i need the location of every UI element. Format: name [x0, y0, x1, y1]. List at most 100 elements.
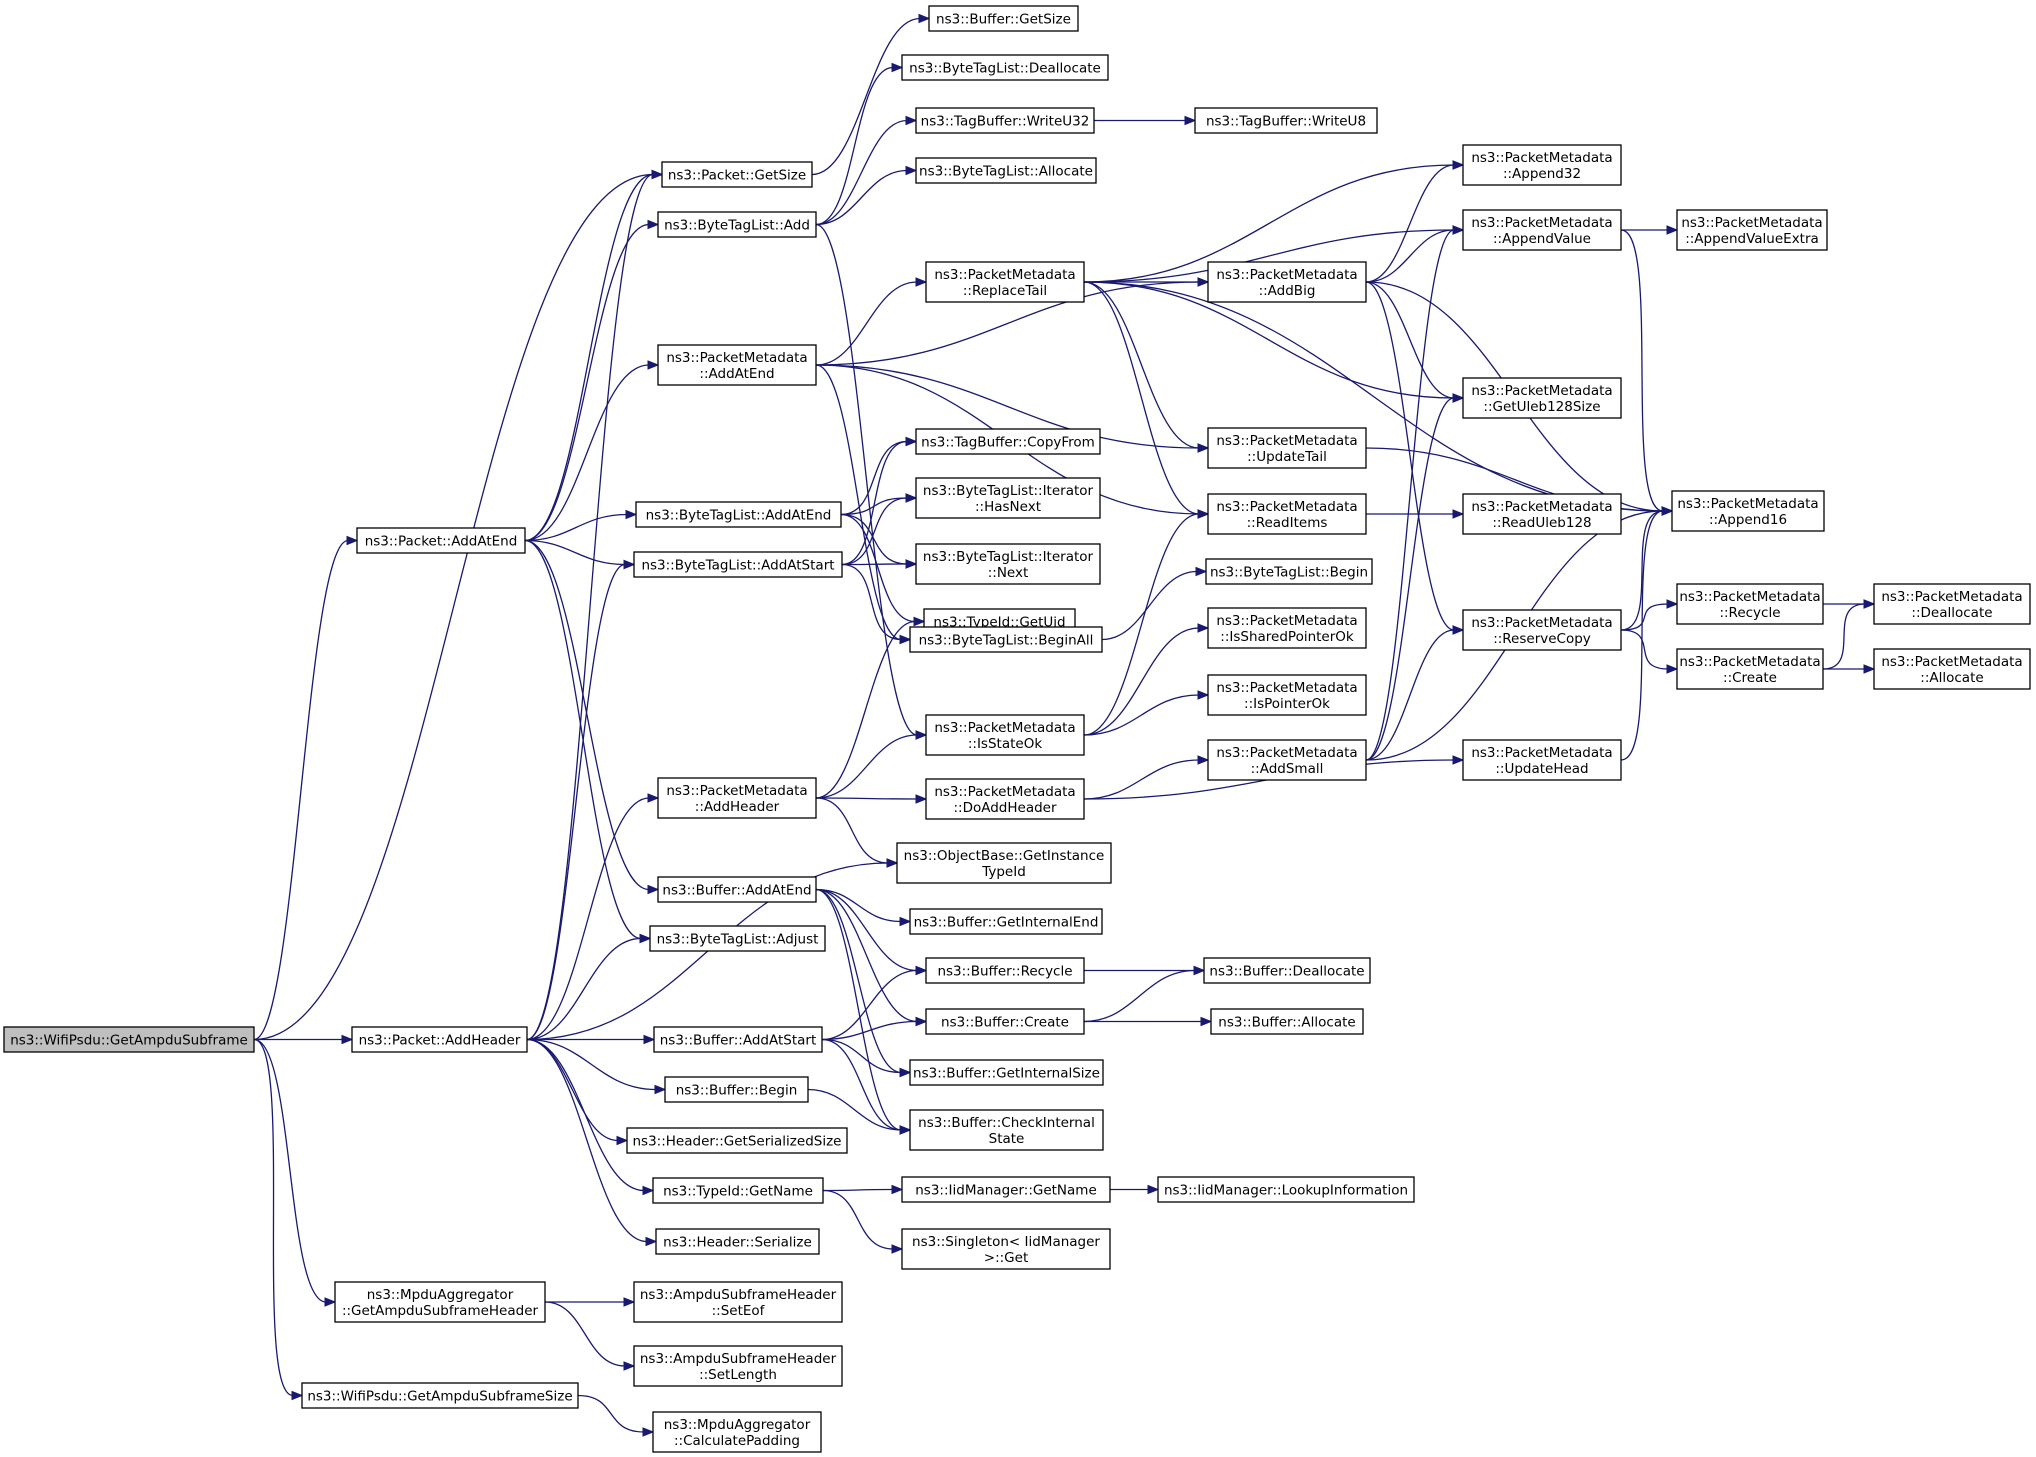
node-pm-append16[interactable]: ns3::PacketMetadata::Append16: [1671, 490, 1825, 532]
call-edge-packet-addheader-to-bytetaglist-adjust: [526, 933, 652, 1041]
node-label: ns3::AmpduSubframeHeader: [640, 1287, 837, 1303]
arrow-head-icon: [1863, 599, 1876, 609]
node-box: [925, 1008, 1085, 1035]
node-bytetaglist-addatend[interactable]: ns3::ByteTagList::AddAtEnd: [635, 501, 842, 528]
node-iidmanager-lookupinformation[interactable]: ns3::IidManager::LookupInformation: [1157, 1176, 1415, 1203]
arrow-head-icon: [918, 13, 931, 24]
node-buffer-create[interactable]: ns3::Buffer::Create: [925, 1008, 1085, 1035]
node-pm-allocate[interactable]: ns3::PacketMetadata::Allocate: [1873, 648, 2031, 690]
node-pm-appendvalue[interactable]: ns3::PacketMetadata::AppendValue: [1462, 209, 1622, 251]
node-bytetaglist-allocate[interactable]: ns3::ByteTagList::Allocate: [915, 157, 1097, 184]
node-pm-recycle[interactable]: ns3::PacketMetadata::Recycle: [1676, 583, 1824, 625]
call-edge-get-ampdu-subframe-to-packet-addatend: [253, 535, 359, 1041]
node-pm-addatend[interactable]: ns3::PacketMetadata::AddAtEnd: [657, 344, 817, 386]
node-iterator-hasnext[interactable]: ns3::ByteTagList::Iterator::HasNext: [915, 477, 1101, 519]
edge-line: [1365, 164, 1455, 283]
node-label: ns3::ByteTagList::BeginAll: [919, 633, 1094, 649]
node-label: ns3::MpduAggregator: [367, 1287, 514, 1303]
call-edge-get-ampdu-subframe-to-mpdu-getampdusubframeheader: [253, 1038, 337, 1307]
node-pm-getuleb128size[interactable]: ns3::PacketMetadata::GetUleb128Size: [1462, 377, 1622, 419]
node-ampdu-setlength[interactable]: ns3::AmpduSubframeHeader::SetLength: [633, 1345, 843, 1387]
node-packet-getsize[interactable]: ns3::Packet::GetSize: [661, 161, 813, 188]
node-mpdu-calculatepadding[interactable]: ns3::MpduAggregator::CalculatePadding: [652, 1411, 822, 1453]
node-box: [925, 957, 1085, 984]
node-box: [1207, 493, 1367, 535]
arrow-head-icon: [651, 169, 664, 180]
arrow-head-icon: [1666, 664, 1679, 674]
node-packet-addheader[interactable]: ns3::Packet::AddHeader: [351, 1026, 528, 1053]
node-ampdu-seteof[interactable]: ns3::AmpduSubframeHeader::SetEof: [633, 1281, 843, 1323]
node-box: [652, 1177, 824, 1204]
node-header-getserializedsize[interactable]: ns3::Header::GetSerializedSize: [626, 1127, 848, 1154]
node-wifipsdu-getampdusubframesize[interactable]: ns3::WifiPsdu::GetAmpduSubframeSize: [301, 1382, 579, 1409]
node-pm-addbig[interactable]: ns3::PacketMetadata::AddBig: [1207, 261, 1367, 303]
node-tagbuffer-writeu8[interactable]: ns3::TagBuffer::WriteU8: [1194, 107, 1378, 134]
node-box: [1676, 583, 1824, 625]
node-typeid-getname[interactable]: ns3::TypeId::GetName: [652, 1177, 824, 1204]
node-label: ::Append16: [1709, 512, 1787, 528]
node-pm-replacetail[interactable]: ns3::PacketMetadata::ReplaceTail: [925, 261, 1085, 303]
node-buffer-getinternalsize[interactable]: ns3::Buffer::GetInternalSize: [909, 1059, 1104, 1086]
node-buffer-begin[interactable]: ns3::Buffer::Begin: [664, 1076, 809, 1103]
node-label: ns3::PacketMetadata: [934, 784, 1075, 800]
node-pm-deallocate[interactable]: ns3::PacketMetadata::Deallocate: [1873, 583, 2031, 625]
node-tagbuffer-writeu32[interactable]: ns3::TagBuffer::WriteU32: [915, 107, 1095, 134]
node-label: ::GetUleb128Size: [1483, 399, 1600, 415]
node-header-serialize[interactable]: ns3::Header::Serialize: [655, 1228, 820, 1255]
node-buffer-getsize[interactable]: ns3::Buffer::GetSize: [928, 5, 1079, 32]
call-edge-bytetaglist-addatend-to-typeid-getuid: [840, 513, 926, 627]
arrow-head-icon: [1452, 755, 1465, 765]
node-pm-appendvalueextra[interactable]: ns3::PacketMetadata::AppendValueExtra: [1676, 209, 1828, 251]
node-bytetaglist-add[interactable]: ns3::ByteTagList::Add: [657, 211, 817, 238]
arrow-head-icon: [905, 115, 918, 126]
node-bytetaglist-adjust[interactable]: ns3::ByteTagList::Adjust: [649, 925, 826, 952]
call-edge-packet-addatend-to-bytetaglist-add: [524, 219, 660, 542]
node-pm-readuleb128[interactable]: ns3::PacketMetadata::ReadUleb128: [1462, 493, 1622, 535]
node-pm-reservecopy[interactable]: ns3::PacketMetadata::ReserveCopy: [1462, 609, 1622, 651]
node-packet-addatend[interactable]: ns3::Packet::AddAtEnd: [356, 527, 526, 554]
node-pm-issharedpointerok[interactable]: ns3::PacketMetadata::IsSharedPointerOk: [1207, 607, 1367, 649]
arrow-head-icon: [905, 436, 918, 447]
node-pm-create[interactable]: ns3::PacketMetadata::Create: [1676, 648, 1824, 690]
node-buffer-recycle[interactable]: ns3::Buffer::Recycle: [925, 957, 1085, 984]
node-buffer-allocate[interactable]: ns3::Buffer::Allocate: [1210, 1008, 1364, 1035]
node-label: ns3::PacketMetadata: [1471, 150, 1612, 166]
node-buffer-getinternalend[interactable]: ns3::Buffer::GetInternalEnd: [909, 908, 1103, 935]
node-label: ns3::Buffer::Recycle: [937, 964, 1072, 980]
node-pm-updatehead[interactable]: ns3::PacketMetadata::UpdateHead: [1462, 739, 1622, 781]
call-edge-get-ampdu-subframe-to-packet-addheader: [254, 1034, 354, 1045]
node-pm-updatetail[interactable]: ns3::PacketMetadata::UpdateTail: [1207, 427, 1367, 469]
node-pm-append32[interactable]: ns3::PacketMetadata::Append32: [1462, 144, 1622, 186]
node-tagbuffer-copyfrom[interactable]: ns3::TagBuffer::CopyFrom: [915, 428, 1101, 455]
node-pm-readitems[interactable]: ns3::PacketMetadata::ReadItems: [1207, 493, 1367, 535]
node-pm-addsmall[interactable]: ns3::PacketMetadata::AddSmall: [1207, 739, 1367, 781]
node-buffer-deallocate[interactable]: ns3::Buffer::Deallocate: [1203, 957, 1371, 984]
node-label: State: [989, 1131, 1025, 1147]
node-label: ns3::AmpduSubframeHeader: [640, 1351, 837, 1367]
node-label: ns3::ByteTagList::Deallocate: [909, 61, 1101, 77]
node-singleton-get[interactable]: ns3::Singleton< IidManager >::Get: [901, 1228, 1111, 1270]
node-buffer-addatend[interactable]: ns3::Buffer::AddAtEnd: [657, 876, 817, 903]
node-pm-ispointerok[interactable]: ns3::PacketMetadata::IsPointerOk: [1207, 674, 1367, 716]
node-bytetaglist-beginall[interactable]: ns3::ByteTagList::BeginAll: [909, 626, 1103, 653]
node-get-ampdu-subframe[interactable]: ns3::WifiPsdu::GetAmpduSubframe: [3, 1026, 255, 1053]
node-label: ::ReserveCopy: [1493, 631, 1591, 647]
node-bytetaglist-deallocate[interactable]: ns3::ByteTagList::Deallocate: [901, 54, 1109, 81]
edge-line: [841, 563, 902, 641]
node-bytetaglist-begin[interactable]: ns3::ByteTagList::Begin: [1205, 558, 1373, 585]
node-pm-doaddheader[interactable]: ns3::PacketMetadata::DoAddHeader: [925, 778, 1085, 820]
edge-line: [253, 539, 349, 1041]
node-pm-isstateok[interactable]: ns3::PacketMetadata::IsStateOk: [925, 714, 1085, 756]
node-pm-addheader[interactable]: ns3::PacketMetadata::AddHeader: [657, 777, 817, 819]
call-edge-buffer-addatstart-to-buffer-recycle: [821, 965, 928, 1041]
arrow-head-icon: [1195, 566, 1208, 577]
node-iterator-next[interactable]: ns3::ByteTagList::Iterator::Next: [915, 543, 1101, 585]
edge-line: [841, 440, 908, 566]
node-iidmanager-getname[interactable]: ns3::IidManager::GetName: [901, 1176, 1111, 1203]
node-bytetaglist-addatstart[interactable]: ns3::ByteTagList::AddAtStart: [633, 551, 843, 578]
node-buffer-addatstart[interactable]: ns3::Buffer::AddAtStart: [653, 1026, 823, 1053]
node-mpdu-getampdusubframeheader[interactable]: ns3::MpduAggregator::GetAmpduSubframeHea…: [334, 1281, 546, 1323]
node-label: ns3::PacketMetadata: [1471, 499, 1612, 515]
